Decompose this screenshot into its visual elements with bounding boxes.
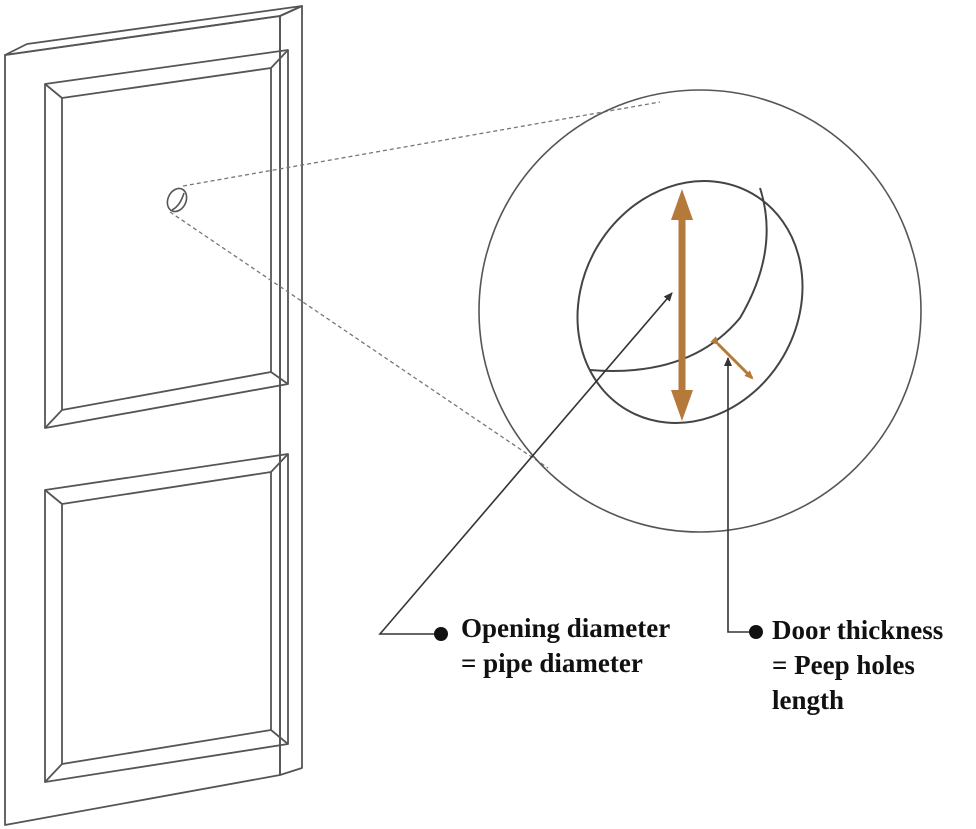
door-upper-panel: [44, 49, 289, 429]
leader-lines: [378, 292, 750, 635]
opening-leader: [378, 292, 673, 635]
opening-diameter-label: Opening diameter = pipe diameter: [461, 611, 670, 681]
zoom-projection-lines: [169, 101, 661, 469]
thickness-label-line2: = Peep holes: [772, 650, 915, 680]
opening-bullet: [434, 627, 448, 641]
door: [4, 5, 303, 826]
door-top-edge: [4, 5, 303, 56]
peephole: [166, 187, 188, 213]
diameter-arrow-top-head: [671, 189, 693, 220]
magnified-view-circle: [478, 89, 922, 533]
door-front-face: [4, 15, 281, 826]
opening-label-line2: = pipe diameter: [461, 648, 643, 678]
thickness-label-line3: length: [772, 685, 845, 715]
opening-label-line1: Opening diameter: [461, 613, 671, 643]
thickness-bullet: [749, 625, 763, 639]
thickness-label-line1: Door thickness: [772, 615, 944, 645]
dimension-arrows: [671, 189, 754, 421]
door-lower-panel: [44, 453, 289, 783]
magnified-hole: [576, 180, 804, 424]
door-side-edge: [279, 5, 303, 776]
diameter-arrow-bottom-head: [671, 390, 693, 421]
thickness-arrow: [710, 336, 754, 380]
door-thickness-label: Door thickness = Peep holes length: [772, 613, 943, 718]
thickness-leader: [724, 357, 750, 633]
